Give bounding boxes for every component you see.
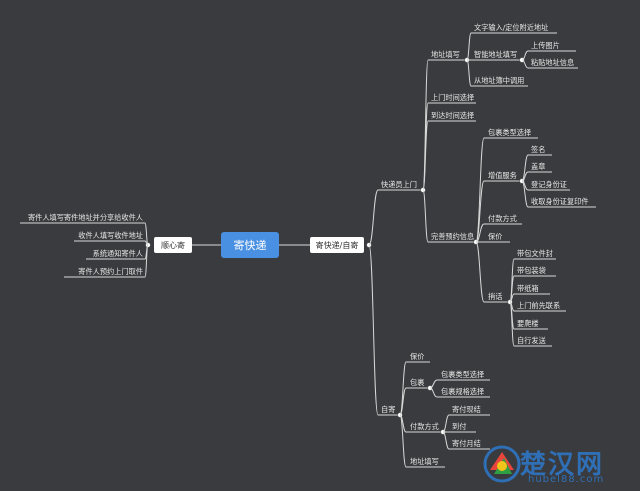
watermark: 楚汉网 hubel88.com [478, 440, 638, 490]
left-child[interactable]: 收件人填写收件地址 [78, 231, 143, 240]
connector-line [368, 189, 379, 246]
watermark-logo-icon [483, 445, 521, 483]
self-payment-child[interactable]: 寄付现结 [452, 405, 481, 414]
message-child[interactable]: 带包文件封 [517, 249, 553, 258]
connector-line [429, 387, 438, 398]
message-child[interactable]: 要爬楼 [517, 319, 539, 328]
connector-line [475, 137, 485, 243]
left-child[interactable]: 系统通知寄件人 [92, 249, 143, 258]
arrival-time-node[interactable]: 到达时间选择 [431, 111, 475, 120]
message-child[interactable]: 带纸箱 [517, 284, 539, 293]
connector-line [422, 189, 429, 243]
package-type-node[interactable]: 包裹类型选择 [488, 128, 532, 137]
connector-line [521, 59, 529, 69]
message-node[interactable]: 捎话 [488, 292, 503, 301]
self-insurance-node[interactable]: 保价 [410, 352, 425, 361]
smart-address-child[interactable]: 粘贴地址信息 [531, 58, 575, 67]
pickup-time-node[interactable]: 上门时间选择 [431, 93, 475, 102]
value-added-child[interactable]: 收取身份证复印件 [531, 197, 589, 206]
value-added-node[interactable]: 增值服务 [488, 171, 517, 180]
connector-line [442, 414, 450, 433]
left-child[interactable]: 寄件人预约上门取件 [78, 267, 143, 276]
smart-address-node[interactable]: 智能地址填写 [474, 50, 518, 59]
message-child[interactable]: 自行发送 [517, 336, 546, 345]
watermark-subtitle: hubel88.com [528, 474, 605, 485]
message-child[interactable]: 带包装袋 [517, 266, 546, 275]
left-branch-node[interactable]: 顺心寄 [154, 237, 192, 253]
self-address-node[interactable]: 地址填写 [410, 457, 439, 466]
self-package-child[interactable]: 包裹类型选择 [441, 370, 485, 379]
connector-line [422, 120, 429, 191]
smart-address-child[interactable]: 上传图片 [531, 41, 560, 50]
self-package-child[interactable]: 包裹规格选择 [441, 387, 485, 396]
value-added-child[interactable]: 盖章 [531, 162, 546, 171]
connector-line [475, 180, 485, 243]
connector-line [509, 258, 515, 303]
message-child[interactable]: 上门前先联系 [517, 301, 561, 310]
root-node[interactable]: 寄快递 [221, 232, 279, 258]
courier-address-node[interactable]: 地址填写 [431, 50, 460, 59]
self-payment-child[interactable]: 到付 [452, 422, 467, 431]
connector-line [144, 244, 149, 278]
payment-node[interactable]: 付款方式 [488, 214, 517, 223]
right-branch-node[interactable]: 寄快递/自寄 [310, 237, 364, 253]
connector-line [509, 301, 515, 347]
connector-line [399, 387, 407, 416]
insurance-node[interactable]: 保价 [488, 232, 503, 241]
watermark-title: 楚汉网 [520, 450, 605, 480]
self-payment-child[interactable]: 寄付月结 [452, 439, 481, 448]
self-package-node[interactable]: 包裹 [410, 378, 425, 387]
connector-line [466, 59, 472, 87]
value-added-child[interactable]: 登记身份证 [531, 180, 567, 189]
complete-info-node[interactable]: 完善预约信息 [431, 232, 475, 241]
connector-line [368, 244, 379, 416]
connector-line [475, 223, 485, 243]
value-added-child[interactable]: 签名 [531, 145, 546, 154]
address-book-node[interactable]: 从地址簿中调用 [474, 76, 525, 85]
courier-node[interactable]: 快递员上门 [381, 180, 417, 189]
text-input-node[interactable]: 文字输入/定位附近地址 [474, 23, 549, 32]
self-payment-node[interactable]: 付款方式 [410, 422, 439, 431]
connector-line [475, 241, 485, 303]
connector-line [521, 180, 529, 208]
connector-line [399, 414, 407, 468]
left-child[interactable]: 寄件人填写寄件地址并分享给收件人 [27, 213, 143, 222]
connector-line [466, 32, 472, 61]
connector-line [442, 431, 450, 450]
self-node[interactable]: 自寄 [381, 405, 396, 414]
